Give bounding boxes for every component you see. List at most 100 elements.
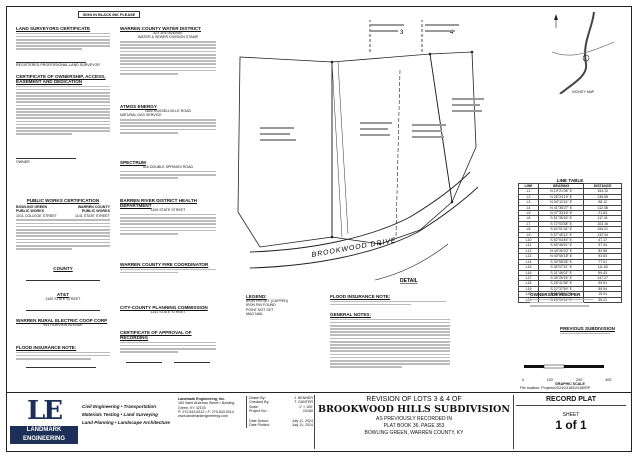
legend-item-3: MAG NAIL (246, 311, 264, 316)
location-line: BOWLING GREEN, WARREN COUNTY, KY (364, 430, 464, 436)
legend-item-2: POINT NOT SET (246, 307, 274, 312)
bg-public-works-address: 1011 COLLEGE STREET (16, 213, 57, 218)
distance-cell: 21.63 (583, 209, 622, 217)
distance-cell: 111.63 (583, 264, 622, 271)
meta-label: Checked By: (249, 400, 270, 405)
services-line-1: Civil Engineering • Transportation (82, 404, 157, 409)
legend-title: LEGEND: (246, 294, 267, 299)
bearing-cell: N 44°26'20" E (538, 247, 585, 255)
meta-label: Date Plotted: (249, 423, 270, 428)
legend-item-0: IRON PIN SET (CAPPED) (246, 299, 289, 303)
distance-cell: 98.12 (583, 199, 622, 206)
owner-signer: OWNER (16, 160, 30, 164)
distance-cell: 136.55 (583, 193, 622, 201)
bearing-cell: S 28°26'15" E (538, 274, 585, 282)
meta-row: Checked By:T. GANTER (249, 400, 313, 404)
bearing-cell: S 72°03'38" E (538, 220, 585, 228)
distance-cell: 82.55 (583, 247, 622, 255)
water-district-title: WARREN COUNTY WATER DISTRICT (120, 26, 201, 31)
distance-cell: 97.34 (583, 242, 622, 249)
company-info: Landmark Engineering, Inc. 183 Saint And… (178, 397, 244, 418)
rural-electric-address: 951 FAIRVIEW AVENUE (43, 323, 83, 327)
ownership-cert-title: CERTIFICATE OF OWNERSHIP, ACCESS, EASEME… (16, 74, 106, 84)
bearing-cell: N 34°12'41" E (538, 199, 585, 206)
services-block: Civil Engineering • Transportation Mater… (82, 403, 174, 427)
graphic-scale: 0 100' 200' 400' GRAPHIC SCALE (520, 360, 620, 388)
legend-block: LEGEND: IRON PIN SET (CAPPED) IRON PIN F… (246, 294, 316, 324)
company-web: www.landmarkengineering.com (178, 414, 228, 419)
previous-subdivision: PREVIOUS SUBDIVISION (560, 326, 622, 348)
plat-map: BROOKWOOD DRIVE 4 3 DETAIL (237, 20, 484, 284)
sheet-number: 1 of 1 (555, 418, 587, 432)
water-district-certificate: WARREN COUNTY WATER DISTRICT 523 3RD AVE… (120, 26, 216, 96)
scale-label: GRAPHIC SCALE (555, 382, 585, 387)
owners-developer: OWNERS/DEVELOPER (530, 292, 620, 318)
bearing-cell: S 25°41'58" E (538, 280, 585, 287)
distance-cell: 99.43 (583, 269, 622, 276)
lot-4-parcel (429, 51, 477, 204)
vicinity-map-label: VICINITY MAP (571, 90, 595, 94)
landmark-logo: LE LANDMARK ENGINEERING (10, 396, 78, 448)
surveyor-signer: REGISTERED PROFESSIONAL LAND SURVEYOR (16, 63, 100, 67)
previous-subdivision-title: PREVIOUS SUBDIVISION (560, 326, 615, 331)
plat-sheet (6, 6, 632, 452)
fire-coordinator-title: WARREN COUNTY FIRE COORDINATOR (120, 262, 209, 267)
wc-public-works: WARREN COUNTY PUBLIC WORKS (77, 205, 110, 214)
meta-row: Project No.:24180 (249, 409, 313, 413)
detail-label: DETAIL (400, 278, 418, 284)
bearing-cell: S 57°45'12" E (538, 231, 585, 239)
approval-title: CERTIFICATE OF APPROVAL OF RECORDING (120, 330, 192, 340)
flood-note-left: FLOOD INSURANCE NOTE: (16, 345, 110, 371)
bearing-cell: S 81°35'16" E (538, 215, 585, 222)
line-table-header-row: LINE BEARING DISTANCE (517, 182, 622, 190)
spectrum-address: 515 DOUBLE SPRINGS ROAD (142, 165, 194, 169)
vicinity-map: VICINITY MAP (552, 12, 614, 94)
scale-tick-3: 400' (605, 378, 612, 382)
general-notes: GENERAL NOTES: (330, 312, 450, 390)
col-bearing: BEARING (538, 182, 585, 190)
health-dept-address: 1109 STATE STREET (150, 208, 186, 212)
distance-cell: 103.16 (583, 220, 622, 228)
logo-company: LANDMARK ENGINEERING (10, 426, 78, 444)
att-certificate: AT&T 1100 STATE STREET (16, 292, 110, 314)
distance-cell: 15.04 (583, 291, 622, 298)
atmos-note: NATURAL GAS SERVICE (120, 113, 162, 118)
meta-label: Scale: (249, 404, 259, 409)
bg-public-works: BOWLING GREEN PUBLIC WORKS (16, 205, 48, 214)
meta-row: Date Plotted: July 11, 2024 (249, 423, 313, 427)
atmos-certificate: ATMOS ENERGY 1800 RUSSELLVILLE ROAD NATU… (120, 104, 216, 156)
lot-west-parcel (237, 56, 333, 248)
meta-value: July 11, 2024 (291, 423, 313, 428)
distance-cell: 147.27 (583, 274, 622, 282)
lot-4-label: 4 (450, 30, 454, 36)
distance-cell: 47.17 (583, 237, 622, 244)
prev-recorded-line: AS PREVIOUSLY RECORDED IN (376, 416, 452, 422)
logo-mark: LE (26, 396, 63, 426)
meta-value: 1" = 100' (298, 404, 313, 409)
meta-row: Date Drawn:July 11, 2024 (249, 419, 313, 423)
flood-insurance-note: FLOOD INSURANCE NOTE: (330, 294, 446, 310)
meta-row: Scale: 1" = 100' (249, 405, 313, 409)
sheet-block: RECORD PLAT SHEET 1 of 1 (516, 395, 626, 432)
water-district-address: 523 3RD AVENUE (153, 31, 183, 35)
meta-row: Drawn By:J. BENNER (249, 396, 313, 400)
brookwood-drive-road: BROOKWOOD DRIVE (249, 171, 479, 269)
distance-cell: 117.41 (583, 215, 622, 222)
project-title-block: REVISION OF LOTS 3 & 4 OF BROOKWOOD HILL… (314, 395, 514, 449)
bearing-cell: S 64°01'34" E (538, 226, 585, 233)
health-dept-title: BARREN RIVER DISTRICT HEALTH DEPARTMENT (120, 198, 197, 208)
meta-label: Drawn By: (249, 396, 266, 400)
approval-certificate: CERTIFICATE OF APPROVAL OF RECORDING (120, 330, 216, 374)
meta-value: July 11, 2024 (291, 419, 313, 424)
